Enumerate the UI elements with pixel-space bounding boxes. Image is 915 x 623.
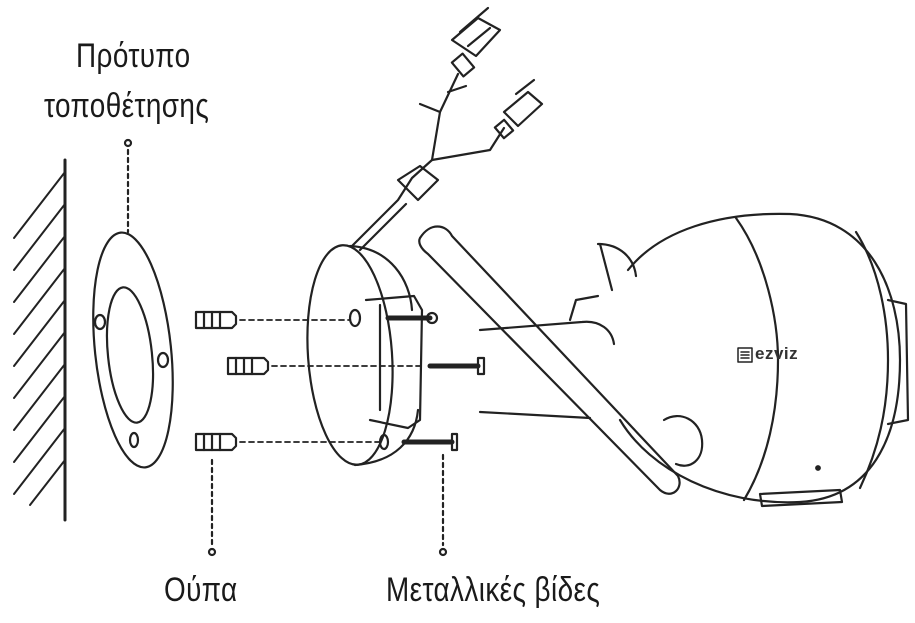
screw-middle: [427, 356, 486, 376]
template-label-line2: τοποθέτησης: [44, 87, 210, 125]
antenna: [418, 225, 681, 495]
cable-junction: [396, 164, 440, 202]
mounting-template: [92, 231, 174, 469]
anchor-top: [194, 310, 238, 330]
template-leader: [123, 138, 133, 234]
anchor-bottom: [194, 432, 238, 452]
template-label-line1: Πρότυπο: [76, 37, 191, 75]
ezviz-logo-icon: [737, 347, 753, 363]
anchor-label: Ούπα: [164, 571, 238, 609]
camera-mount-base: [306, 244, 424, 467]
cable: [350, 72, 506, 252]
wall: [13, 158, 67, 522]
screw-top: [385, 311, 439, 325]
metal-screw: [401, 432, 459, 452]
screws-leader: [438, 453, 448, 557]
ezviz-logo-text: ezviz: [755, 344, 799, 363]
anchor-middle: [226, 356, 270, 376]
anchor-leader: [207, 458, 217, 557]
camera-arm: [478, 242, 638, 420]
network-connector: [450, 6, 502, 78]
alignment-lines: [239, 319, 421, 443]
power-connector: [493, 78, 544, 140]
metal-screws-label: Μεταλλικές βίδες: [386, 571, 601, 609]
camera-body: [618, 212, 910, 508]
